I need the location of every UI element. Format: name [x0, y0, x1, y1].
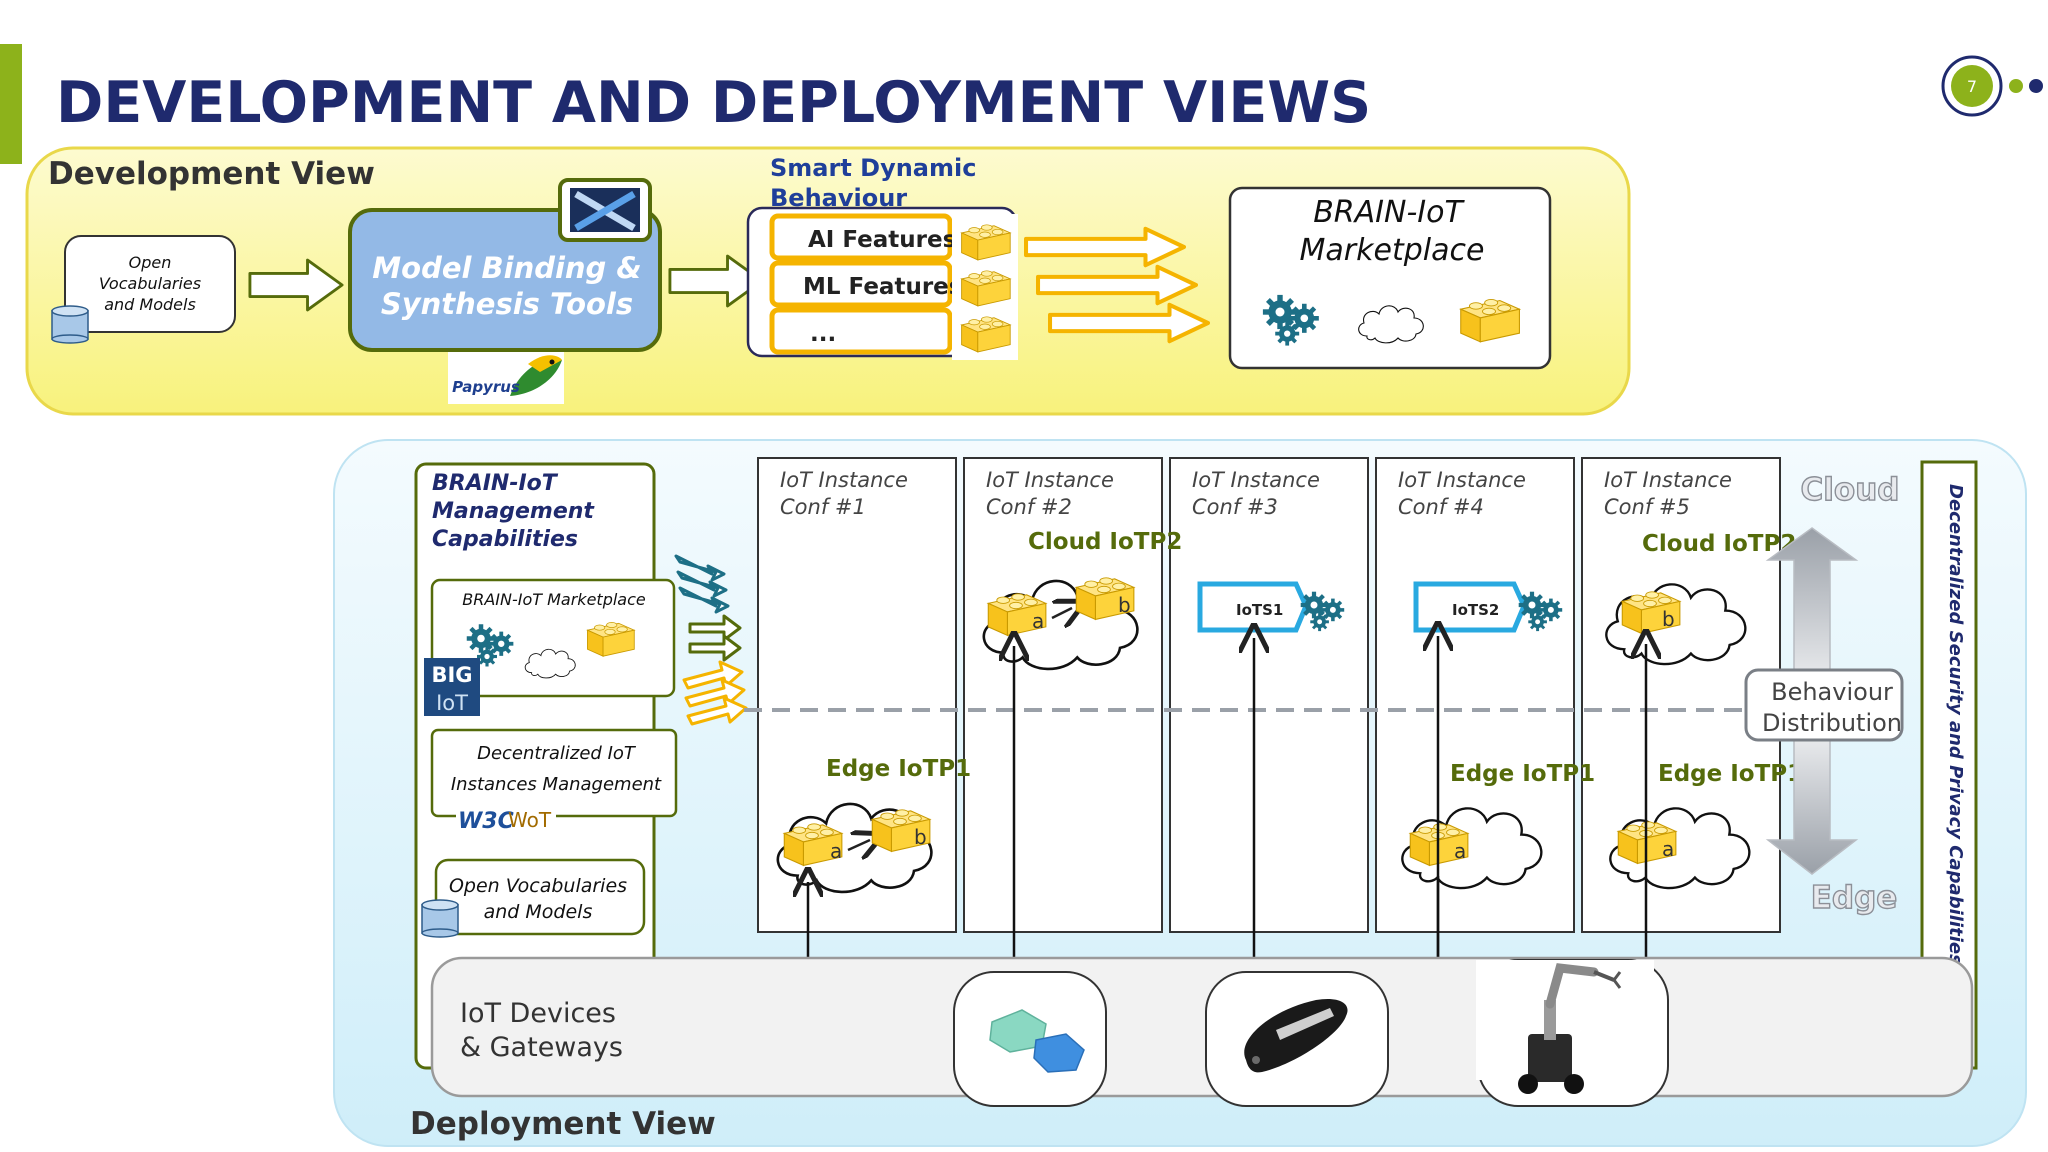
dev-open-vocab-line2: Vocabularies — [99, 274, 201, 293]
brick-icon — [961, 224, 1011, 261]
instance-4-line1: IoT Instance — [1398, 468, 1526, 492]
decentralized-line2: Instances Management — [451, 774, 662, 795]
col4-brick-a-label: a — [1454, 839, 1466, 863]
col1-brick-a-label: a — [830, 839, 842, 863]
gateway-icon — [1244, 998, 1348, 1073]
iot-devices-bar — [430, 956, 1974, 1098]
database-icon — [421, 899, 459, 938]
devices-line1: IoT Devices — [460, 998, 616, 1029]
model-binding-box — [348, 208, 662, 352]
instance-1-line2: Conf #1 — [780, 495, 866, 519]
page-number: 7 — [1967, 77, 1977, 96]
smart-dynamic-line1: Smart Dynamic — [770, 154, 976, 182]
instance-3-line2: Conf #3 — [1192, 495, 1278, 519]
iots1-label: IoTS1 — [1236, 601, 1283, 619]
svg-text:W3C: W3C — [458, 809, 514, 834]
col1-brick-b-label: b — [914, 825, 927, 849]
col5-cloud-label: Cloud IoTP2 — [1642, 531, 1796, 557]
page-number-logo: 7 — [1941, 55, 2043, 117]
feature-ai-label: AI Features — [808, 227, 956, 253]
management-line2: Management — [432, 499, 595, 524]
svg-text:BIG: BIG — [431, 663, 472, 687]
col5-brick-a-label: a — [1662, 837, 1674, 861]
col1-edge-label: Edge IoTP1 — [826, 756, 971, 782]
sensor-tags-icon — [989, 1009, 1085, 1073]
a-to-b-arrow — [1051, 608, 1072, 618]
feature-item-ml — [769, 260, 953, 308]
brick-icon — [587, 621, 635, 657]
marketplace-line1: BRAIN-IoT — [1313, 195, 1465, 230]
svg-text:Papyrus: Papyrus — [452, 378, 520, 396]
deploy-marketplace-label: BRAIN-IoT Marketplace — [462, 590, 646, 609]
col2-cloud-label: Cloud IoTP2 — [1028, 529, 1182, 555]
feature-more-label: ... — [810, 321, 836, 347]
behaviour-distribution-box — [1744, 668, 1904, 742]
tools-icon — [558, 178, 652, 242]
cloud-label: Cloud — [1801, 472, 1900, 508]
iots2-node — [1413, 581, 1527, 633]
development-view-label: Development View — [48, 156, 375, 192]
brick-icon — [1460, 298, 1520, 343]
iots2-label: IoTS2 — [1452, 601, 1499, 619]
w3c-wot-logo: W3C WoT — [456, 806, 556, 834]
model-binding-line1: Model Binding & — [372, 251, 641, 285]
dev-open-vocab-line1: Open — [129, 253, 172, 272]
col4-edge-label: Edge IoTP1 — [1450, 761, 1595, 787]
deployment-view-label: Deployment View — [410, 1106, 716, 1142]
instance-1-line1: IoT Instance — [780, 468, 908, 492]
model-binding-line2: Synthesis Tools — [381, 287, 633, 321]
security-privacy-label: Decentralized Security and Privacy Capab… — [1945, 484, 1966, 965]
devices-line2: & Gateways — [460, 1032, 623, 1063]
edge-label: Edge — [1811, 880, 1898, 916]
a-to-b-arrow — [847, 840, 870, 850]
feature-item-more — [769, 307, 953, 355]
col2-brick-b-label: b — [1118, 593, 1131, 617]
marketplace-line2: Marketplace — [1300, 233, 1485, 268]
iots1-node — [1197, 581, 1309, 633]
management-line1: BRAIN-IoT — [432, 471, 559, 496]
behaviour-line2: Distribution — [1762, 709, 1902, 737]
col5-brick-b-label: b — [1662, 607, 1675, 631]
dev-open-vocab-line3: and Models — [104, 295, 196, 314]
deploy-open-vocab-line1: Open Vocabularies — [449, 875, 627, 897]
device-connection-arrows — [808, 636, 1646, 960]
feature-ml-label: ML Features — [803, 274, 962, 300]
instance-2-line1: IoT Instance — [986, 468, 1114, 492]
slide-title: DEVELOPMENT AND DEPLOYMENT VIEWS — [56, 70, 1371, 136]
robot-arm-icon — [1518, 963, 1622, 1094]
svg-text:WoT: WoT — [508, 808, 552, 832]
col2-brick-a-label: a — [1032, 609, 1044, 633]
deploy-marketplace-box — [430, 578, 676, 698]
instance-5-line1: IoT Instance — [1604, 468, 1732, 492]
deploy-open-vocab-line2: and Models — [484, 901, 593, 923]
decentralized-line1: Decentralized IoT — [477, 743, 637, 764]
feature-list: AI Features ML Features ... — [769, 213, 962, 355]
big-iot-logo: BIG IoT — [424, 658, 480, 716]
instance-2-line2: Conf #2 — [986, 495, 1072, 519]
brick-icon — [961, 270, 1011, 307]
distribution-arrows-icon — [674, 554, 748, 726]
behaviour-line1: Behaviour — [1771, 678, 1893, 706]
instance-3-line1: IoT Instance — [1192, 468, 1320, 492]
brick-icon — [961, 316, 1011, 353]
instance-5-line2: Conf #5 — [1604, 495, 1690, 519]
management-line3: Capabilities — [432, 527, 578, 552]
col5-edge-label: Edge IoTP1 — [1658, 761, 1803, 787]
svg-text:IoT: IoT — [436, 691, 468, 715]
instance-4-line2: Conf #4 — [1398, 495, 1484, 519]
dev-open-vocabularies-box — [64, 235, 236, 333]
database-icon — [51, 305, 89, 344]
papyrus-logo: Papyrus — [448, 352, 564, 404]
deploy-open-vocabularies-box — [434, 858, 646, 936]
title-accent-bar — [0, 44, 22, 164]
feature-item-ai — [769, 213, 953, 261]
